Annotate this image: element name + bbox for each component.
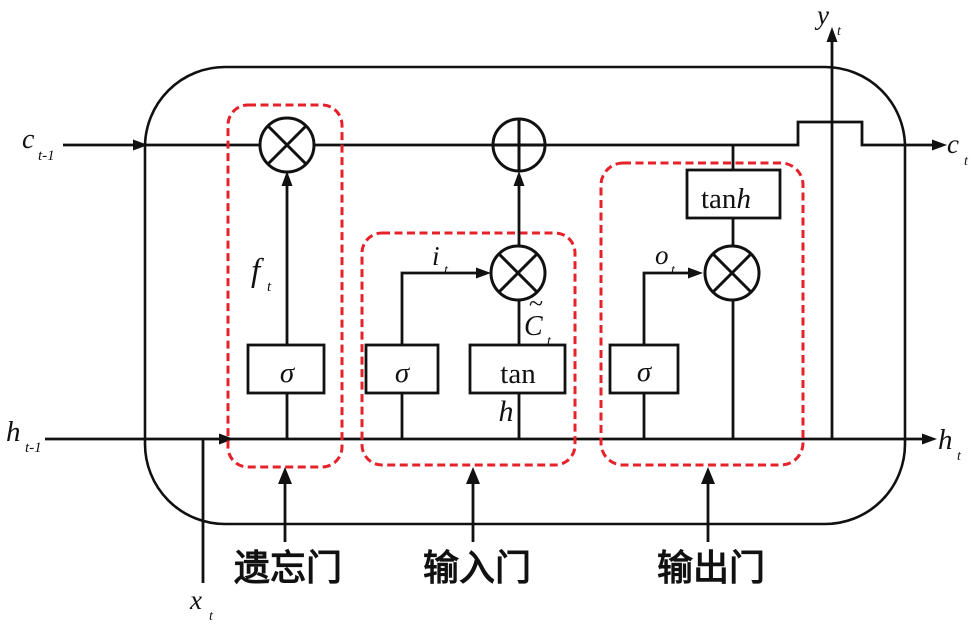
label-c-prev: c (22, 124, 35, 155)
label-c-out: c (947, 129, 959, 159)
input-gate-outline (360, 231, 577, 467)
arrowhead-input-icon (476, 267, 491, 279)
input-gate-pointer-arrow-icon (466, 467, 480, 484)
sigma-input-label: σ (395, 357, 411, 389)
output-gate-pointer-arrow-icon (701, 467, 715, 484)
label-o: o (655, 240, 669, 270)
label-o-sub: t (671, 263, 676, 278)
tanh-output-box (685, 168, 782, 220)
label-y-out-sub: t (837, 24, 842, 39)
tan-input-label: tan (500, 358, 536, 390)
tan-input-label-h: h (499, 395, 514, 428)
sigma-forget-label: σ (280, 357, 296, 389)
label-c-prev-sub: t-1 (38, 148, 55, 164)
sigma-forget-box (246, 343, 326, 395)
label-candidate-tilde: ~ (529, 289, 543, 318)
cell-boundary-outline (143, 65, 907, 526)
label-i: i (432, 241, 440, 271)
multiply-forget-icon (258, 116, 316, 174)
label-c-out-sub: t (964, 154, 969, 169)
arrowhead-forget-icon (281, 171, 293, 186)
arrowhead-h-mid-icon (219, 433, 234, 445)
label-x-in-sub: t (209, 609, 214, 624)
label-h-out-sub: t (957, 449, 962, 464)
tanh-output-label: tanh (701, 183, 751, 215)
input-gate-label: 输入门 (423, 548, 531, 588)
label-h-prev-sub: t-1 (25, 440, 42, 456)
arrowhead-add-icon (513, 171, 525, 186)
add-icon (491, 117, 547, 173)
tan-input-box (468, 343, 567, 395)
output-sigma-to-multiply-line (642, 271, 694, 345)
label-candidate: C (524, 311, 543, 342)
cell-state-line (63, 120, 938, 147)
label-i-sub: t (444, 263, 449, 278)
forget-gate-label: 遗忘门 (234, 548, 342, 588)
input-sigma-to-multiply-line (400, 271, 482, 345)
label-f: f (251, 253, 264, 289)
arrowhead-output-icon (688, 267, 703, 279)
multiply-input-icon (489, 244, 547, 302)
label-y-out: y (814, 0, 829, 30)
label-h-prev: h (6, 416, 21, 448)
label-h-out: h (938, 424, 953, 456)
sigma-input-box (364, 343, 440, 395)
label-candidate-sub: t (547, 334, 552, 349)
arrowhead-h-out-icon (922, 433, 937, 445)
sigma-output-label: σ (637, 356, 653, 388)
label-f-sub: t (267, 279, 272, 295)
label-x-in: x (189, 585, 202, 615)
forget-gate-pointer-arrow-icon (278, 467, 292, 484)
arrowhead-y-out-icon (826, 27, 838, 42)
arrowhead-c-out-icon (932, 139, 947, 151)
sigma-output-box (608, 343, 680, 395)
arrowhead-c-in-icon (133, 139, 148, 151)
multiply-output-icon (703, 244, 761, 302)
output-gate-outline (599, 161, 805, 467)
output-gate-label: 输出门 (657, 548, 765, 588)
